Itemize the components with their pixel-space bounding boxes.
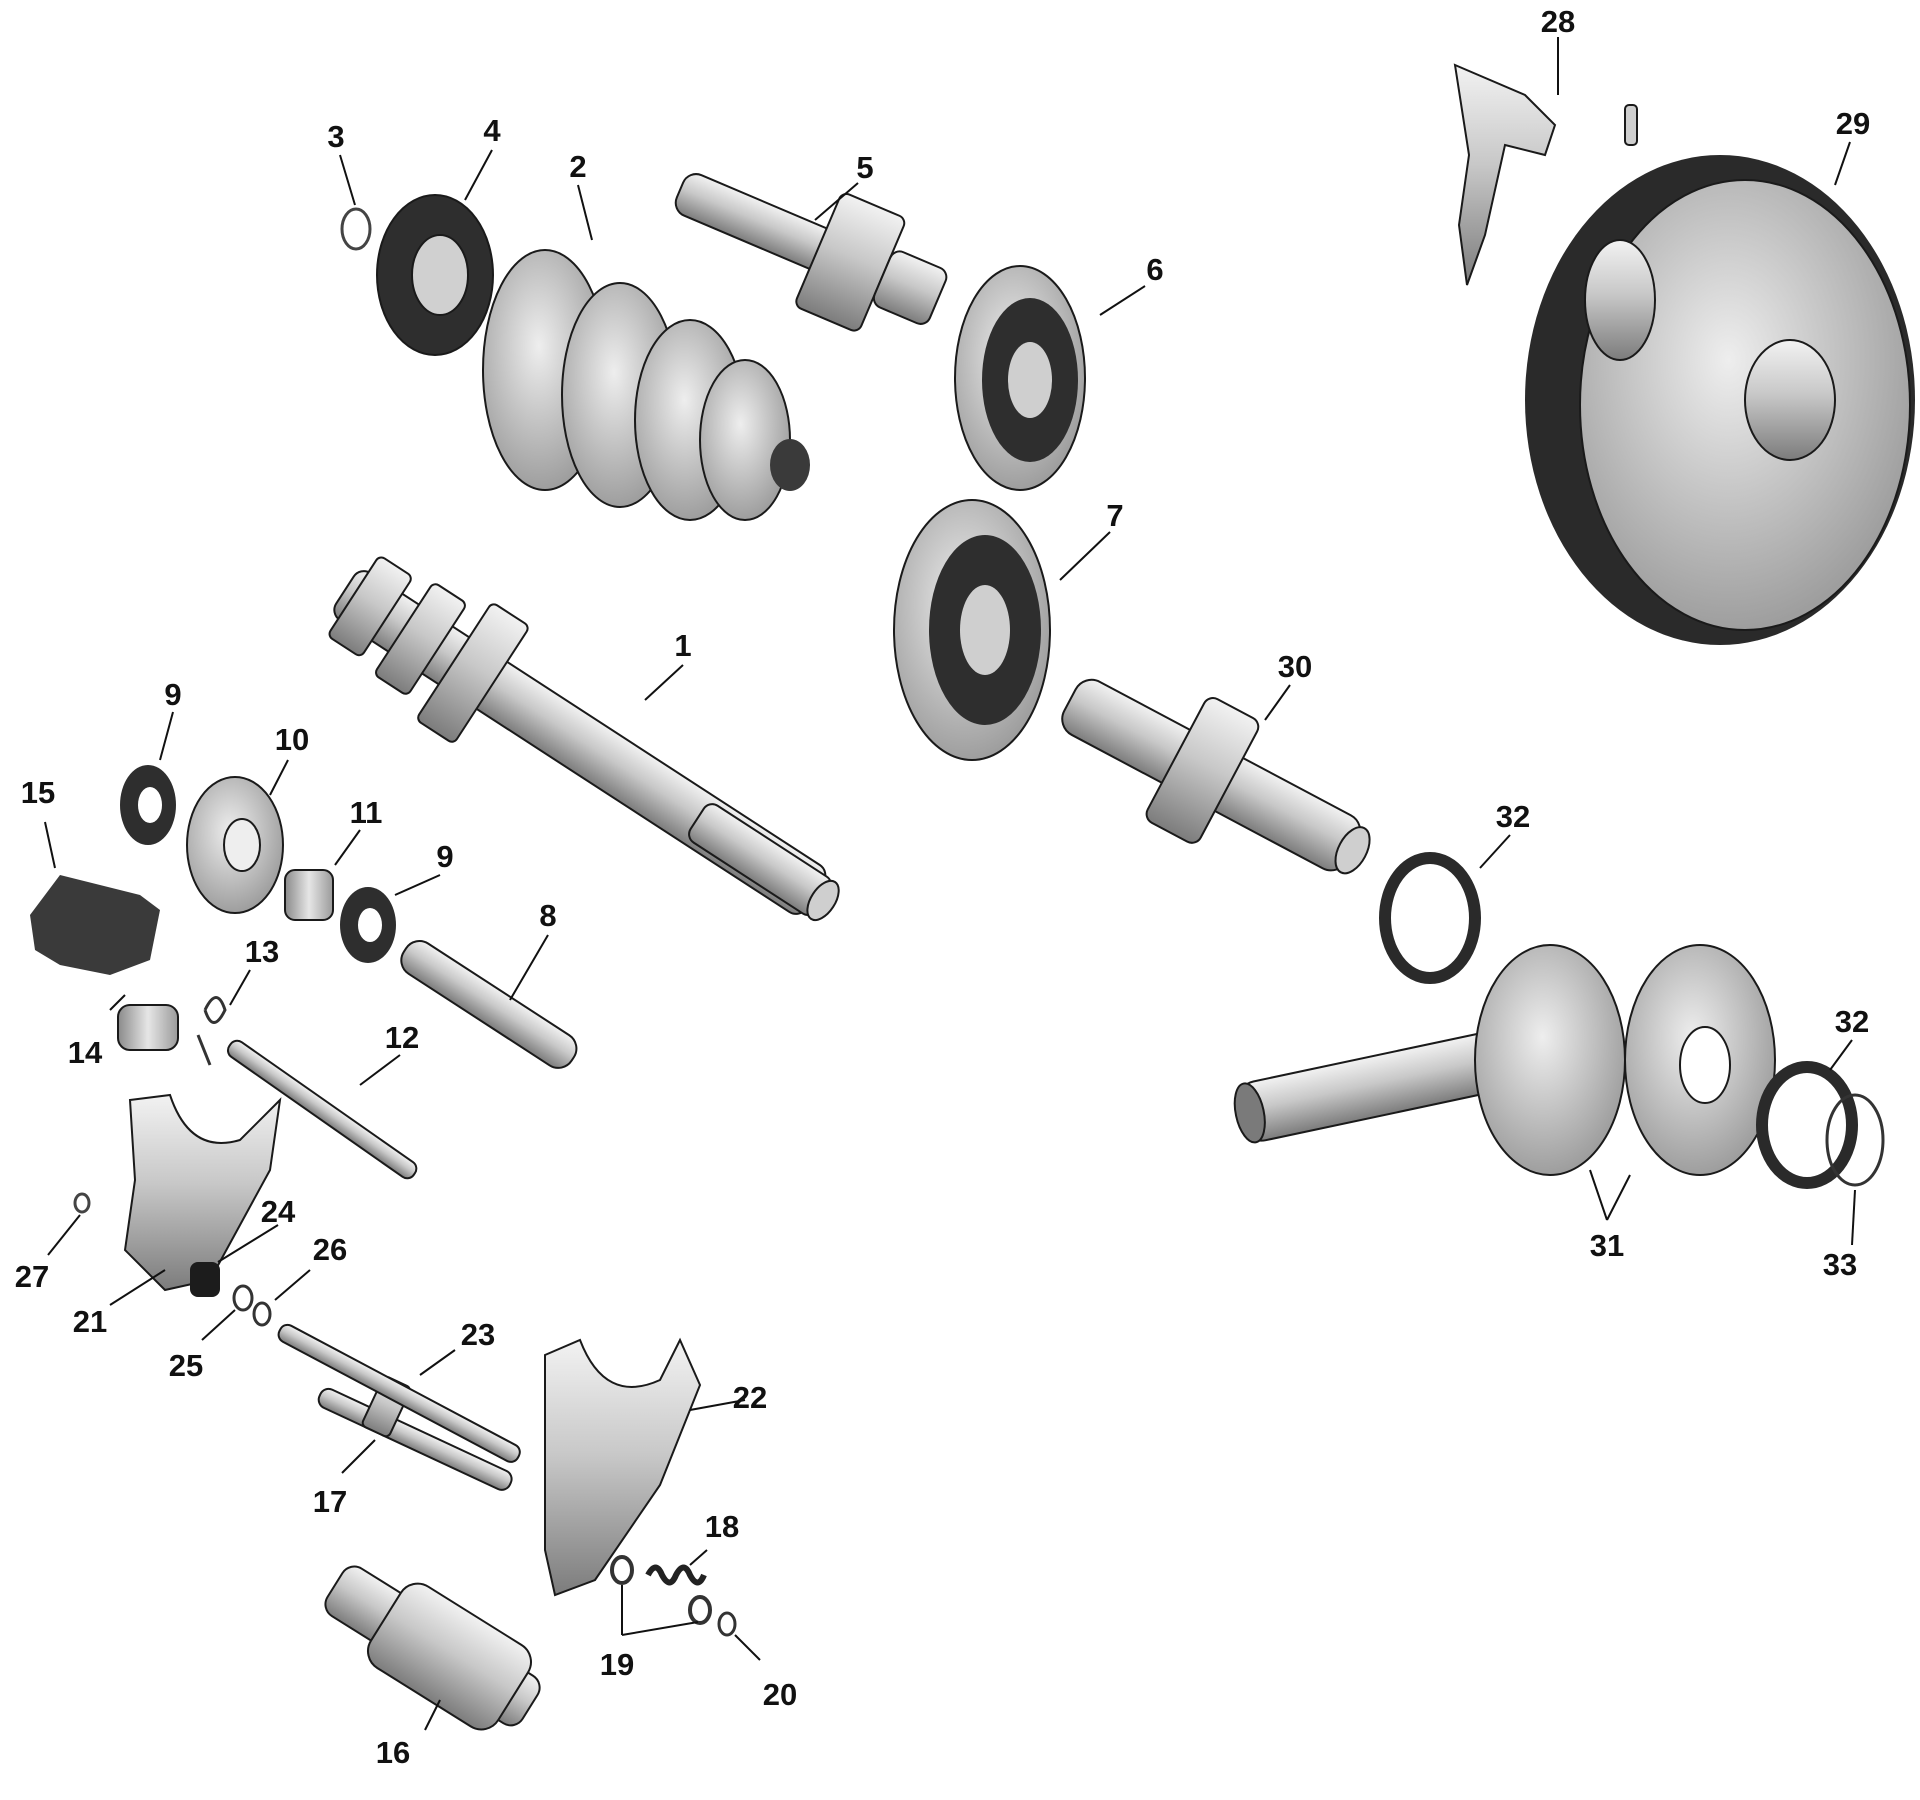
part-7-gear <box>893 499 1051 761</box>
callout-31: 31 <box>1590 1228 1624 1263</box>
callout-23: 23 <box>461 1317 495 1352</box>
part-18-spring <box>645 1564 707 1586</box>
part-32-seal-lower <box>1756 1061 1858 1189</box>
part-21-shift-fork <box>123 1093 282 1292</box>
part-12-rod <box>226 1039 418 1180</box>
part-3-circlip <box>340 207 372 251</box>
part-19-washers <box>610 1555 712 1625</box>
part-14-plunger <box>117 1004 179 1051</box>
callout-2: 2 <box>569 149 586 184</box>
callout-25: 25 <box>169 1348 203 1383</box>
callout-6: 6 <box>1146 252 1163 287</box>
part-13-spring <box>196 996 227 1066</box>
callout-14: 14 <box>68 1035 103 1070</box>
callout-3: 3 <box>327 119 344 154</box>
callout-9-lower: 9 <box>436 839 453 874</box>
part-28-selector-lever <box>1453 63 1638 286</box>
part-1-main-shaft <box>328 556 840 922</box>
callout-9-upper: 9 <box>164 677 181 712</box>
callout-5: 5 <box>856 150 873 185</box>
part-26-clip <box>252 1301 272 1327</box>
part-16-shift-drum <box>324 1565 541 1731</box>
callout-13: 13 <box>245 934 279 969</box>
callout-11: 11 <box>350 795 383 830</box>
part-8-pin <box>400 940 578 1069</box>
callout-20: 20 <box>763 1677 797 1712</box>
callout-27: 27 <box>15 1259 49 1294</box>
callout-26: 26 <box>313 1232 347 1267</box>
part-33-ring <box>1825 1093 1885 1187</box>
part-27-ring <box>73 1192 91 1214</box>
callout-19: 19 <box>600 1647 634 1682</box>
part-10-small-gear <box>186 776 284 914</box>
callout-18: 18 <box>705 1509 739 1544</box>
part-2-gear-cluster <box>482 249 810 521</box>
part-9-washer-upper <box>120 765 176 845</box>
leader-lines <box>44 37 1856 1731</box>
part-24-spring <box>190 1262 220 1297</box>
part-20-clip <box>717 1611 737 1637</box>
part-5-input-shaft <box>674 173 948 332</box>
callout-labels: 1 2 3 4 5 6 7 8 9 9 10 11 12 13 14 15 16… <box>15 4 1870 1770</box>
part-29-ring-gear <box>1525 155 1915 645</box>
callout-8: 8 <box>539 898 556 933</box>
part-11-bushing <box>284 869 334 921</box>
callout-10: 10 <box>275 722 309 757</box>
callout-30: 30 <box>1278 649 1312 684</box>
callout-15: 15 <box>21 775 55 810</box>
callout-16: 16 <box>376 1735 410 1770</box>
part-32-seal-upper <box>1379 852 1481 984</box>
callout-33: 33 <box>1823 1247 1857 1282</box>
callout-32-upper: 32 <box>1496 799 1530 834</box>
callout-12: 12 <box>385 1020 419 1055</box>
callout-7: 7 <box>1106 498 1123 533</box>
part-9-washer-lower <box>340 887 396 963</box>
part-31-output-shaft-gears <box>1233 944 1776 1176</box>
part-4-bearing <box>376 194 494 356</box>
callout-28: 28 <box>1541 4 1575 39</box>
callout-1: 1 <box>674 628 691 663</box>
part-6-gear <box>954 265 1086 491</box>
callout-17: 17 <box>313 1484 347 1519</box>
part-23-rod <box>277 1323 521 1463</box>
callout-21: 21 <box>73 1304 107 1339</box>
part-15-lever <box>30 875 160 975</box>
part-25-washer <box>232 1284 254 1312</box>
callout-4: 4 <box>483 113 501 148</box>
part-22-shift-fork <box>544 1337 702 1597</box>
callout-32-lower: 32 <box>1835 1004 1869 1039</box>
callout-22: 22 <box>733 1380 767 1415</box>
callout-24: 24 <box>261 1194 296 1229</box>
part-30-pinion-shaft <box>1061 678 1371 875</box>
callout-29: 29 <box>1836 106 1870 141</box>
